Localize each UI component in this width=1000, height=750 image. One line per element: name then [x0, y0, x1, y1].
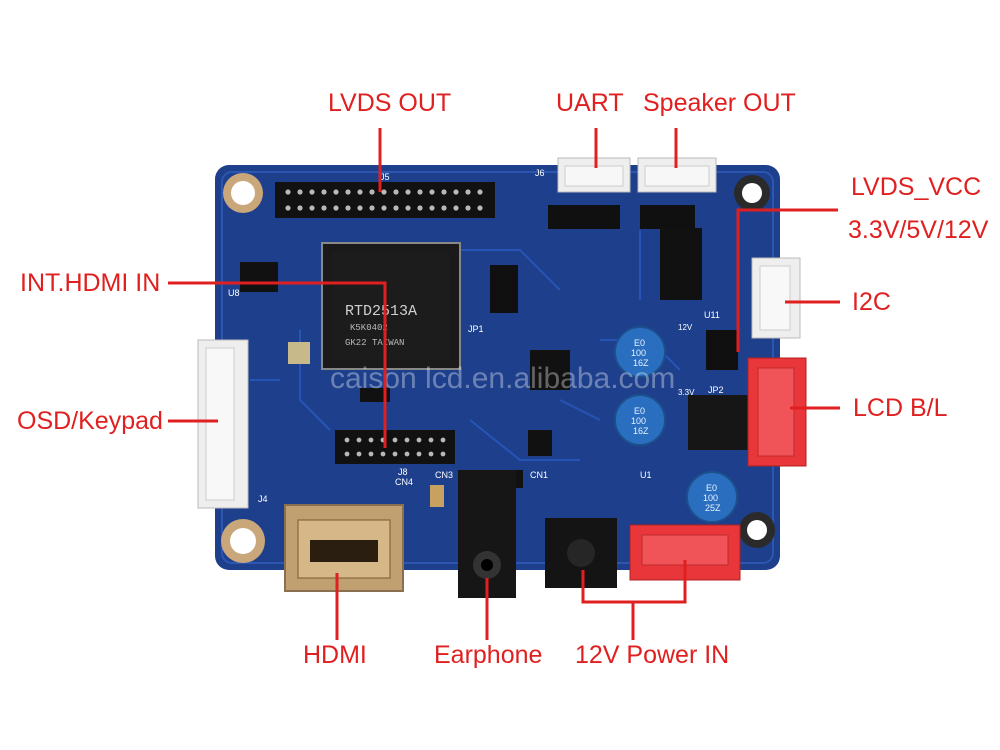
label-12v: 12V — [678, 323, 693, 332]
mounting-hole-bottom-left — [221, 519, 265, 563]
callout-int-hdmi-in: INT.HDMI IN — [20, 269, 161, 297]
callout-uart: UART — [556, 89, 624, 117]
inductor — [688, 395, 748, 450]
jp1-header — [490, 265, 518, 313]
mounting-hole-bottom-right — [739, 512, 775, 548]
label-jp1: JP1 — [468, 324, 484, 334]
cap1-text-3: 16Z — [633, 358, 649, 368]
label-cn3: CN3 — [435, 470, 453, 480]
callout-lines — [168, 128, 840, 640]
ic-u8 — [240, 262, 278, 292]
i2c-connector — [751, 257, 801, 339]
chip-line-2: K5K0402 — [350, 323, 388, 333]
label-jp2: JP2 — [708, 385, 724, 395]
label-j4: J4 — [258, 494, 268, 504]
dc-power-jack — [545, 518, 617, 588]
label-j8: J8 — [398, 467, 408, 477]
line-lvds-vcc — [736, 208, 838, 352]
earphone-jack — [458, 470, 516, 598]
capacitor-1 — [614, 326, 666, 378]
mounting-hole-top-right — [734, 175, 770, 211]
jp2-jumper — [706, 330, 738, 370]
capacitor-3 — [686, 471, 738, 523]
callout-lvds-vcc: LVDS_VCC — [851, 173, 982, 201]
osd-keypad-connector — [197, 339, 249, 509]
int-hdmi-in-header — [335, 430, 455, 464]
line-int-hdmi-in — [168, 281, 387, 448]
chip-model: RTD2513A — [345, 303, 417, 320]
mounting-hole-top-left — [223, 173, 263, 213]
cap3-text-2: 100 — [703, 493, 718, 503]
label-cn1: CN1 — [530, 470, 548, 480]
cap2-text-2: 100 — [631, 416, 646, 426]
label-3v3: 3.3V — [678, 388, 695, 397]
callout-osd-keypad: OSD/Keypad — [17, 407, 163, 435]
label-j6: J6 — [535, 168, 545, 178]
callout-lvds-out: LVDS OUT — [328, 89, 452, 117]
hdmi-port — [284, 504, 404, 592]
label-u8: U8 — [228, 288, 240, 298]
cap3-text-3: 25Z — [705, 503, 721, 513]
lvds-out-header — [275, 182, 495, 218]
uart-connector — [557, 157, 631, 193]
cap2-text-1: E0 — [634, 406, 645, 416]
ic-u11 — [660, 228, 702, 300]
cap1-text-1: E0 — [634, 338, 645, 348]
label-j5: J5 — [380, 172, 390, 182]
callout-power-in: 12V Power IN — [575, 641, 730, 669]
watermark: caison lcd.en.alibaba.com — [330, 362, 675, 395]
main-scaler-chip — [321, 242, 461, 370]
cap2-text-3: 16Z — [633, 426, 649, 436]
callout-speaker-out: Speaker OUT — [643, 89, 796, 117]
capacitor-2 — [614, 394, 666, 446]
jumper-header — [548, 205, 620, 229]
callout-hdmi: HDMI — [303, 641, 367, 669]
callout-i2c: I2C — [852, 288, 891, 316]
chip-line-3: GK22 TAIWAN — [345, 338, 404, 348]
callout-lcd-bl: LCD B/L — [853, 394, 948, 422]
label-cn4: CN4 — [395, 477, 413, 487]
cap1-text-2: 100 — [631, 348, 646, 358]
callout-earphone: Earphone — [434, 641, 543, 669]
callout-lvds-vcc-voltages: 3.3V/5V/12V — [848, 216, 989, 244]
label-u1: U1 — [640, 470, 652, 480]
cap3-text-1: E0 — [706, 483, 717, 493]
label-u11: U11 — [704, 310, 720, 320]
lcd-backlight-connector — [747, 357, 807, 467]
